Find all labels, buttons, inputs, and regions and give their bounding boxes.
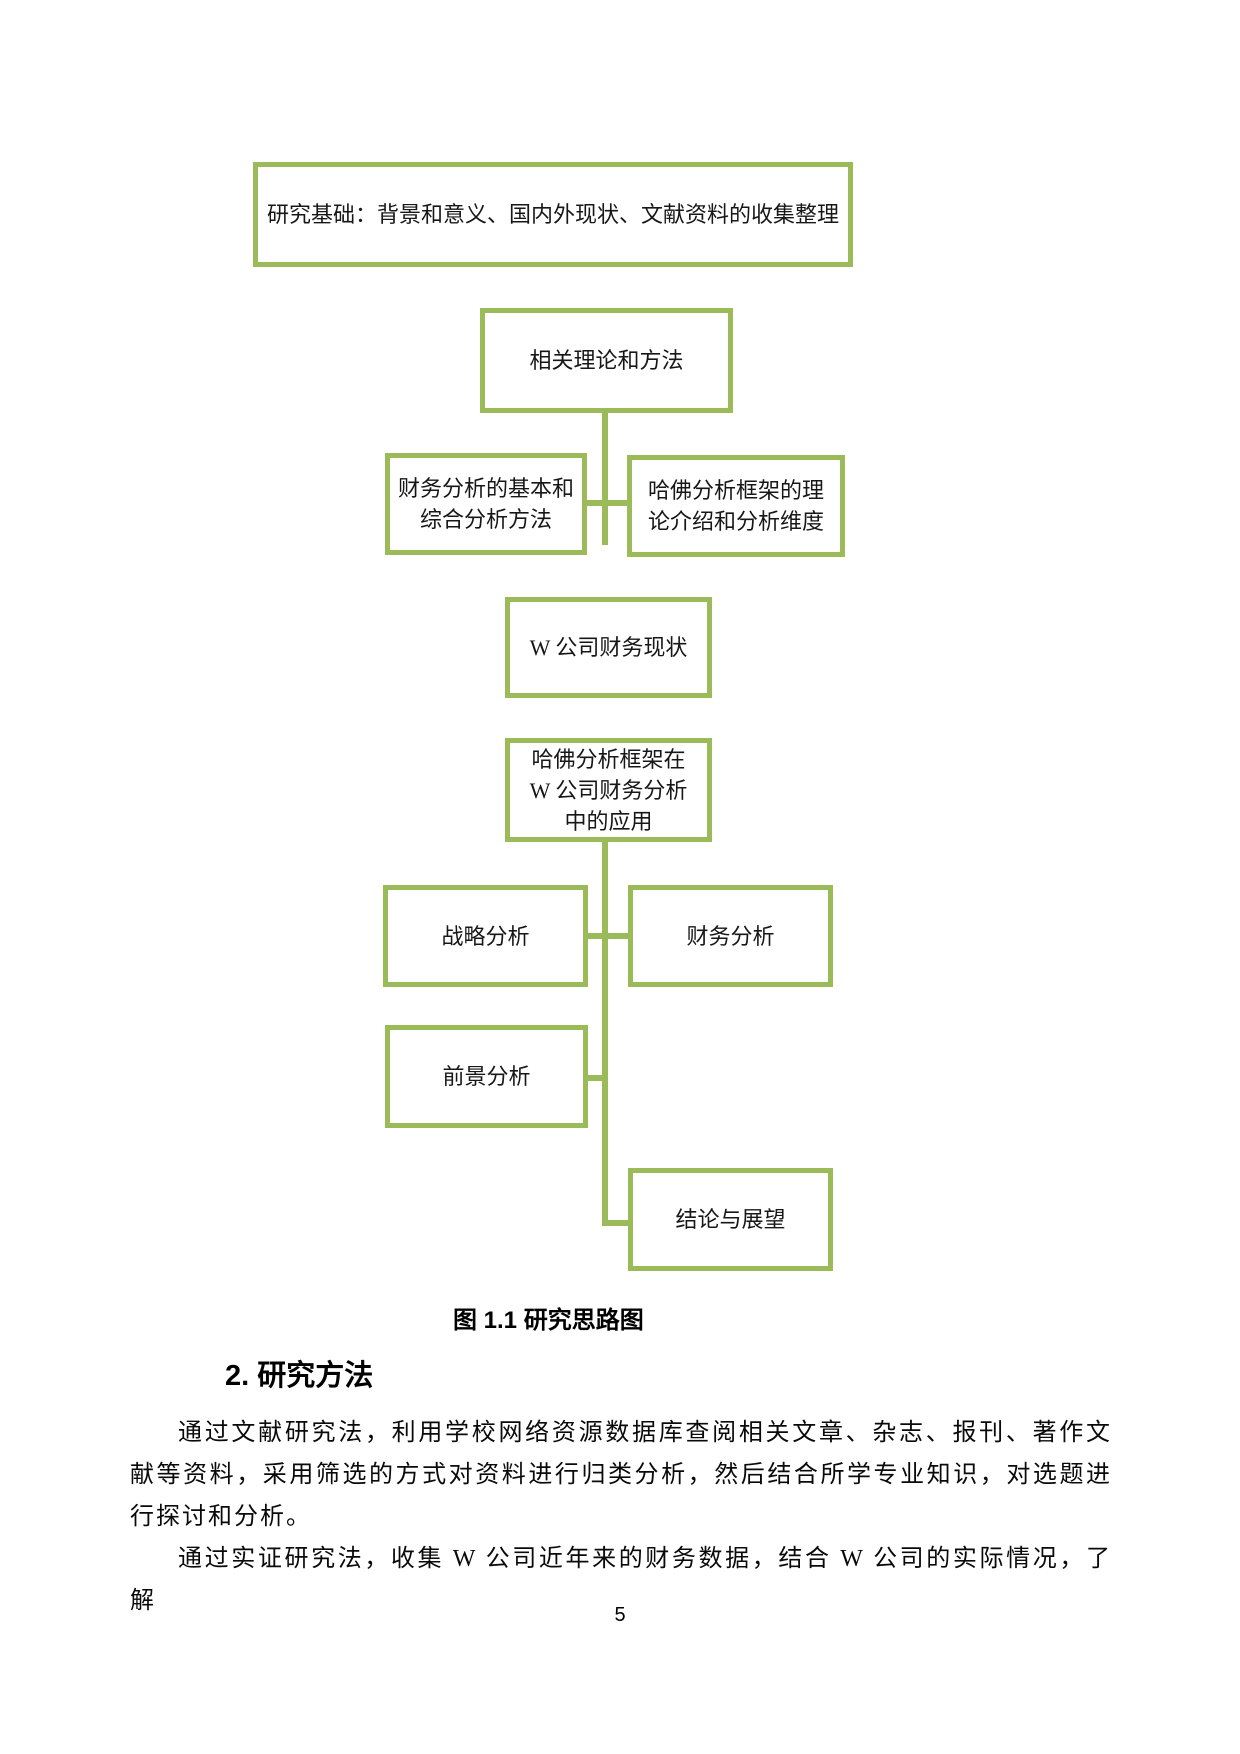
box-theory-and-methods: 相关理论和方法 — [480, 308, 733, 413]
box-research-foundation: 研究基础：背景和意义、国内外现状、文献资料的收集整理 — [253, 162, 853, 267]
box-financial-analysis-methods: 财务分析的基本和 综合分析方法 — [385, 453, 587, 555]
connector-application-down — [602, 842, 608, 1226]
box-harvard-application: 哈佛分析框架在 W 公司财务分析 中的应用 — [505, 738, 712, 842]
connector-prospect-stub — [588, 1075, 608, 1081]
section-heading: 2. 研究方法 — [225, 1360, 374, 1392]
box-prospect-analysis: 前景分析 — [385, 1025, 588, 1128]
page-number: 5 — [614, 1604, 626, 1626]
paragraph-literature-method: 通过文献研究法，利用学校网络资源数据库查阅相关文章、杂志、报刊、著作文献等资料，… — [130, 1420, 1112, 1530]
box-w-company-financial-status: W 公司财务现状 — [505, 597, 712, 698]
box-financial-analysis: 财务分析 — [628, 885, 833, 987]
box-harvard-framework-theory: 哈佛分析框架的理 论介绍和分析维度 — [627, 455, 845, 557]
box-strategy-analysis: 战略分析 — [383, 885, 588, 987]
connector-methods-horizontal — [587, 500, 628, 506]
connector-strategy-financial-horizontal — [588, 933, 628, 939]
connector-conclusion-stub — [602, 1220, 632, 1226]
figure-caption: 图 1.1 研究思路图 — [453, 1307, 644, 1334]
connector-theory-down — [602, 413, 608, 545]
body-text: 通过文献研究法，利用学校网络资源数据库查阅相关文章、杂志、报刊、著作文献等资料，… — [130, 1412, 1112, 1622]
box-conclusion-outlook: 结论与展望 — [628, 1168, 833, 1271]
paragraph-empirical-method: 通过实证研究法，收集 W 公司近年来的财务数据，结合 W 公司的实际情况，了解 — [130, 1546, 1112, 1614]
